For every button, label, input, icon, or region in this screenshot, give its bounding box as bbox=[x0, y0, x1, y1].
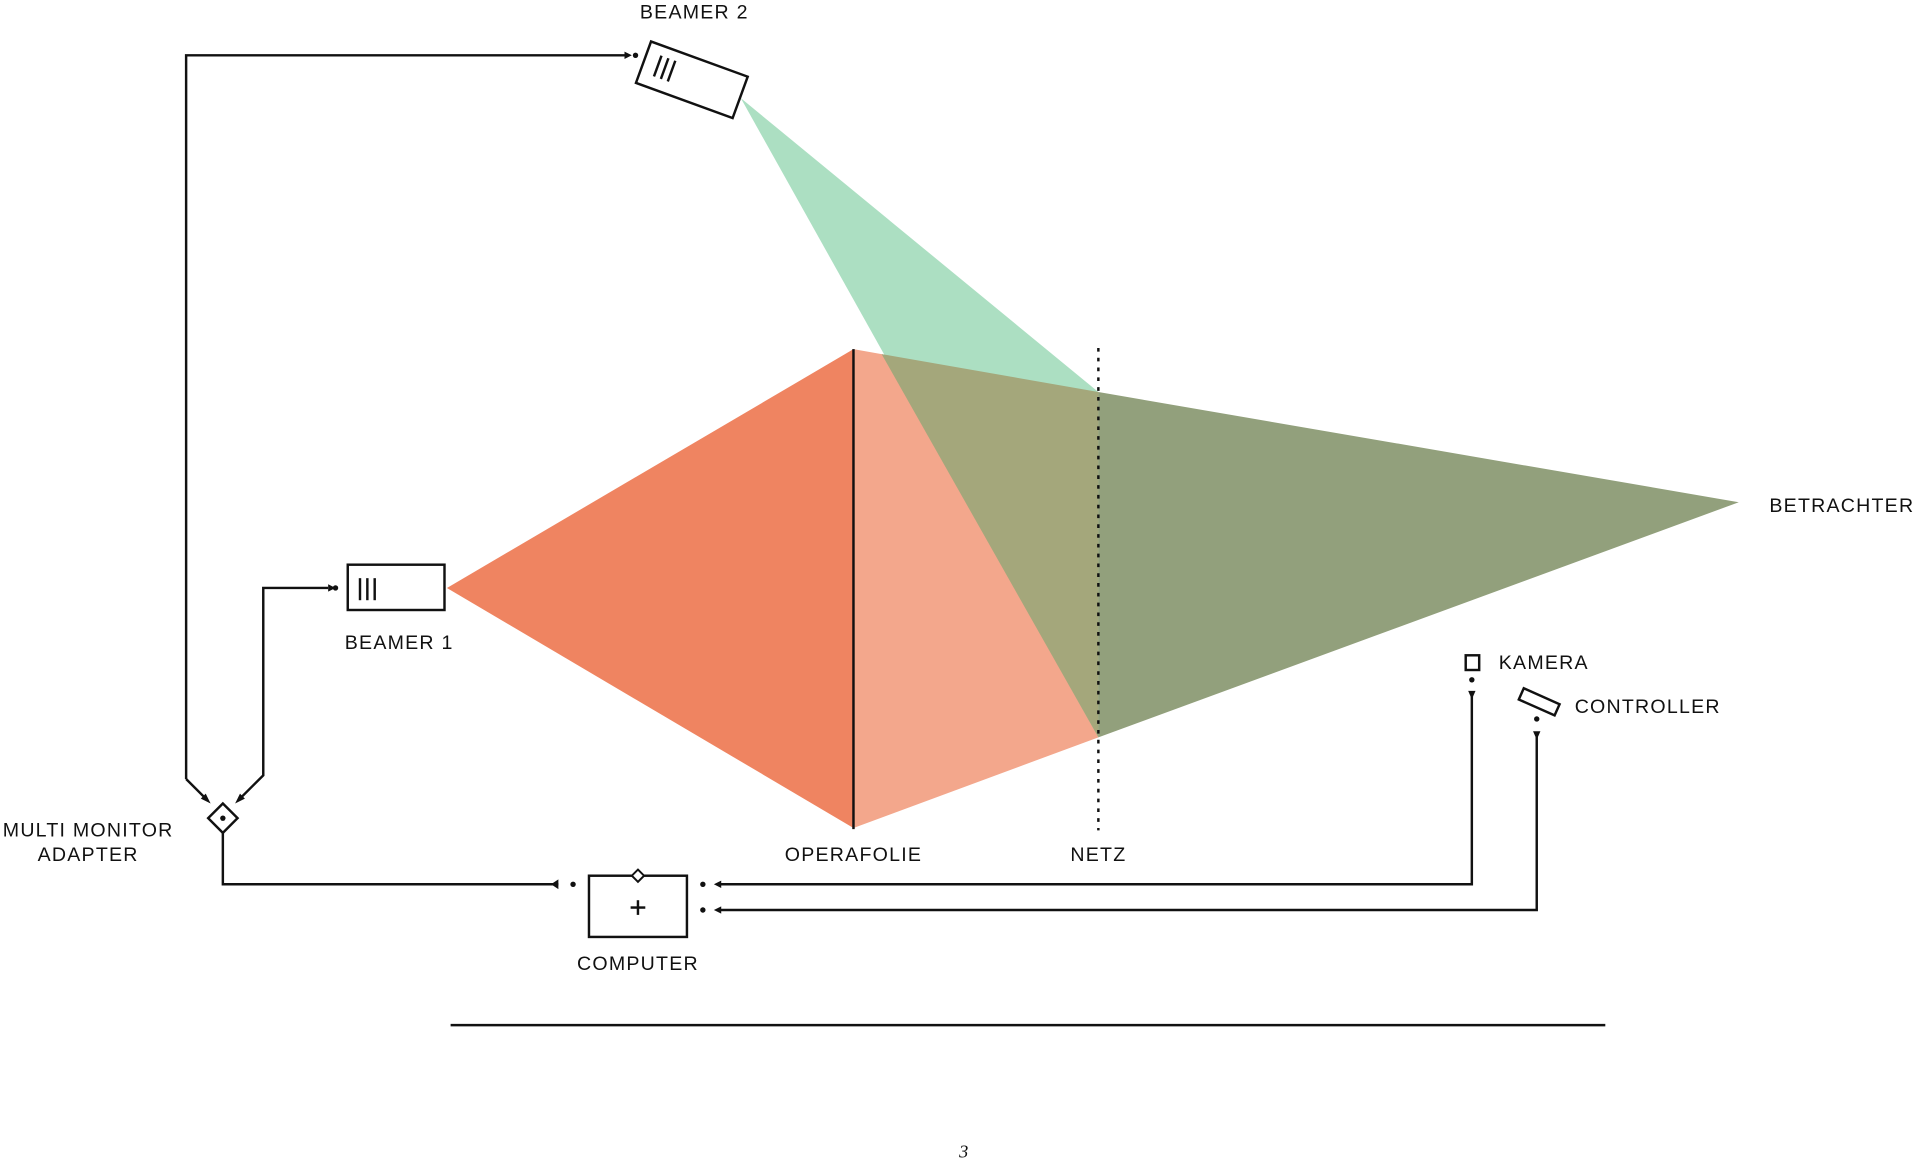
label-adapter-line1: MULTI MONITOR bbox=[3, 820, 174, 842]
beamer1-beam bbox=[446, 349, 854, 828]
multi-monitor-adapter-icon[interactable] bbox=[206, 801, 240, 835]
beamer2-icon[interactable] bbox=[634, 39, 750, 120]
page-number: 3 bbox=[958, 1141, 968, 1160]
beamer1-icon[interactable] bbox=[346, 563, 446, 612]
label-controller: CONTROLLER bbox=[1575, 696, 1721, 718]
viewer-cone bbox=[1098, 392, 1739, 738]
label-betrachter: BETRACHTER bbox=[1769, 495, 1914, 517]
label-kamera: KAMERA bbox=[1499, 652, 1589, 674]
label-beamer1: BEAMER 1 bbox=[345, 632, 454, 654]
label-netz: NETZ bbox=[1070, 844, 1126, 866]
wires bbox=[184, 51, 1541, 914]
label-adapter-line2: ADAPTER bbox=[38, 844, 139, 866]
label-beamer2: BEAMER 2 bbox=[640, 2, 749, 24]
computer-icon[interactable] bbox=[587, 868, 689, 939]
controller-icon[interactable] bbox=[1517, 686, 1562, 718]
kamera-icon[interactable] bbox=[1464, 654, 1481, 672]
label-operafolie: OPERAFOLIE bbox=[785, 844, 922, 866]
label-computer: COMPUTER bbox=[577, 953, 699, 975]
